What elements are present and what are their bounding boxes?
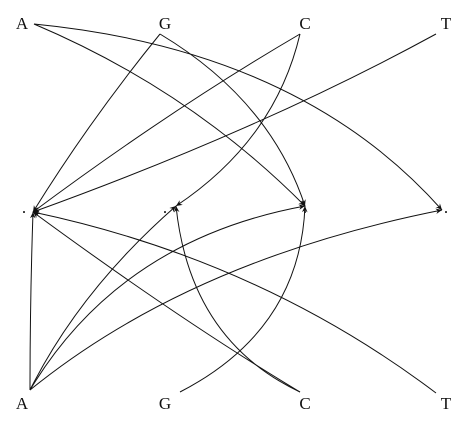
edge-bottom-C-to-mid-1: [32, 211, 301, 393]
top-node-C: C: [299, 14, 310, 33]
bottom-node-C: C: [299, 394, 310, 413]
edge-top-T-to-mid-1: [32, 33, 437, 213]
edge-bottom-C-to-mid-2: [173, 205, 301, 393]
edge-top-G-to-mid-3: [159, 33, 306, 207]
edges-layer: [29, 23, 443, 394]
edge-top-G-to-mid-1: [32, 33, 161, 213]
middle-point-2: .: [163, 198, 167, 217]
top-node-A: A: [16, 14, 29, 33]
edge-bottom-A-to-mid-3: [29, 204, 306, 391]
middle-point-1: .: [22, 198, 26, 217]
bottom-node-G: G: [159, 394, 171, 413]
middle-point-3: .: [303, 198, 307, 217]
top-node-G: G: [159, 14, 171, 33]
bottom-node-A: A: [16, 394, 29, 413]
edge-bottom-T-to-mid-1: [32, 210, 437, 394]
bottom-node-T: T: [441, 394, 452, 413]
edge-top-C-to-mid-1: [32, 33, 301, 213]
edge-bottom-G-to-mid-3: [179, 205, 308, 393]
middle-point-4: .: [444, 198, 448, 217]
edge-top-A-to-mid-3: [33, 23, 306, 207]
edge-top-A-to-mid-4: [33, 23, 443, 211]
top-node-T: T: [441, 14, 452, 33]
edge-top-C-to-mid-2: [175, 33, 301, 207]
edge-bottom-A-to-mid-1: [29, 211, 36, 391]
edge-bottom-A-to-mid-4: [29, 208, 443, 391]
edge-bottom-A-to-mid-2: [29, 205, 177, 391]
